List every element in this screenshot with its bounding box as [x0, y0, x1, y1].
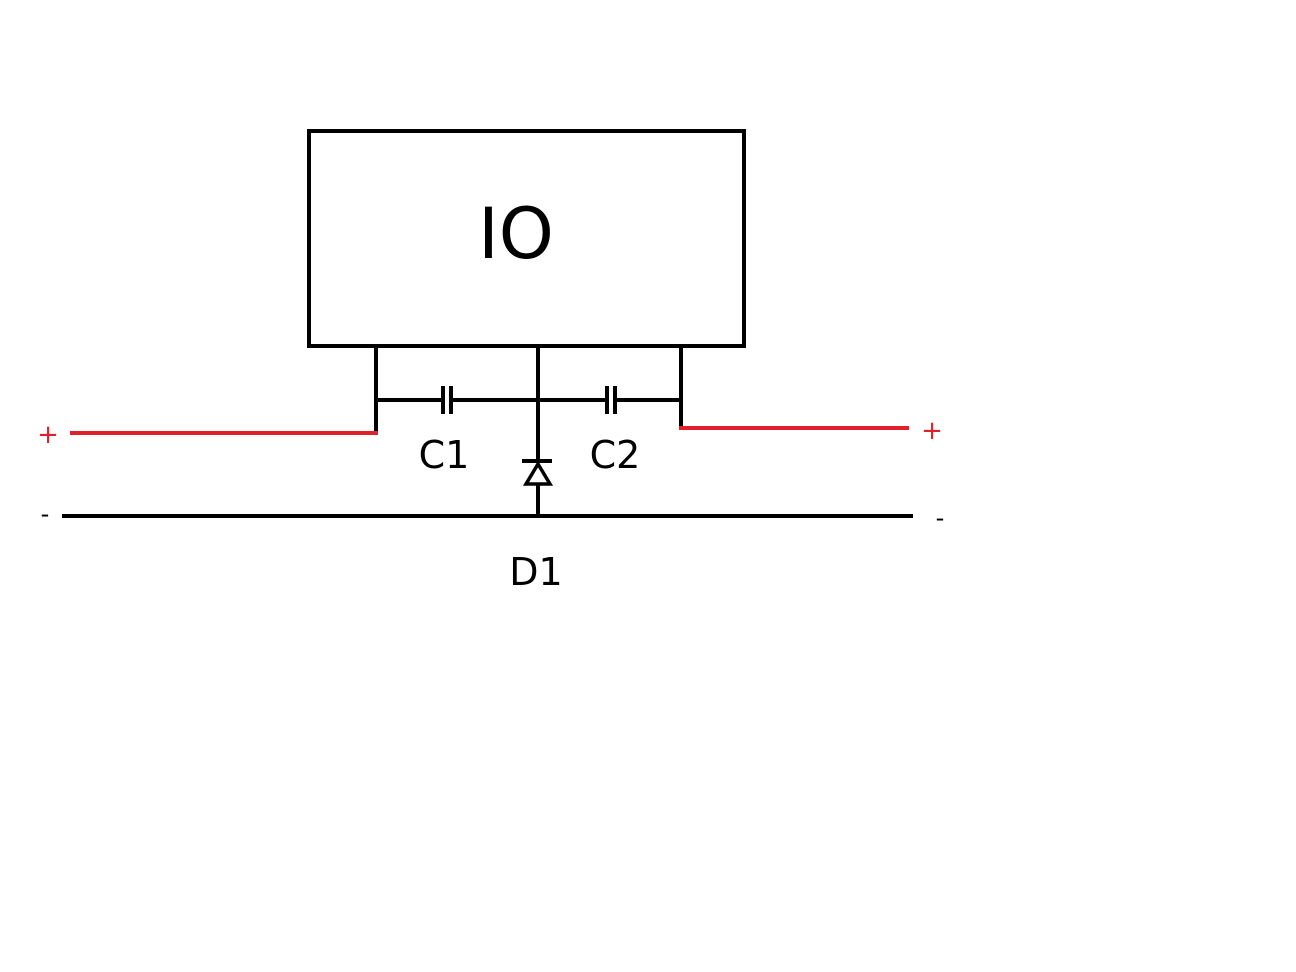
diode-triangle: [522, 460, 554, 486]
capacitor-c1-label: C1: [419, 433, 470, 477]
io-block-label: IO: [478, 193, 554, 275]
right-positive-label: +: [921, 416, 943, 446]
diode-d1-label: D1: [509, 550, 562, 594]
left-positive-label: +: [37, 420, 59, 450]
io-block: [307, 129, 746, 348]
capacitor-c2-label: C2: [590, 433, 641, 477]
right-negative-label: -: [936, 504, 945, 532]
left-negative-label: -: [41, 500, 50, 528]
